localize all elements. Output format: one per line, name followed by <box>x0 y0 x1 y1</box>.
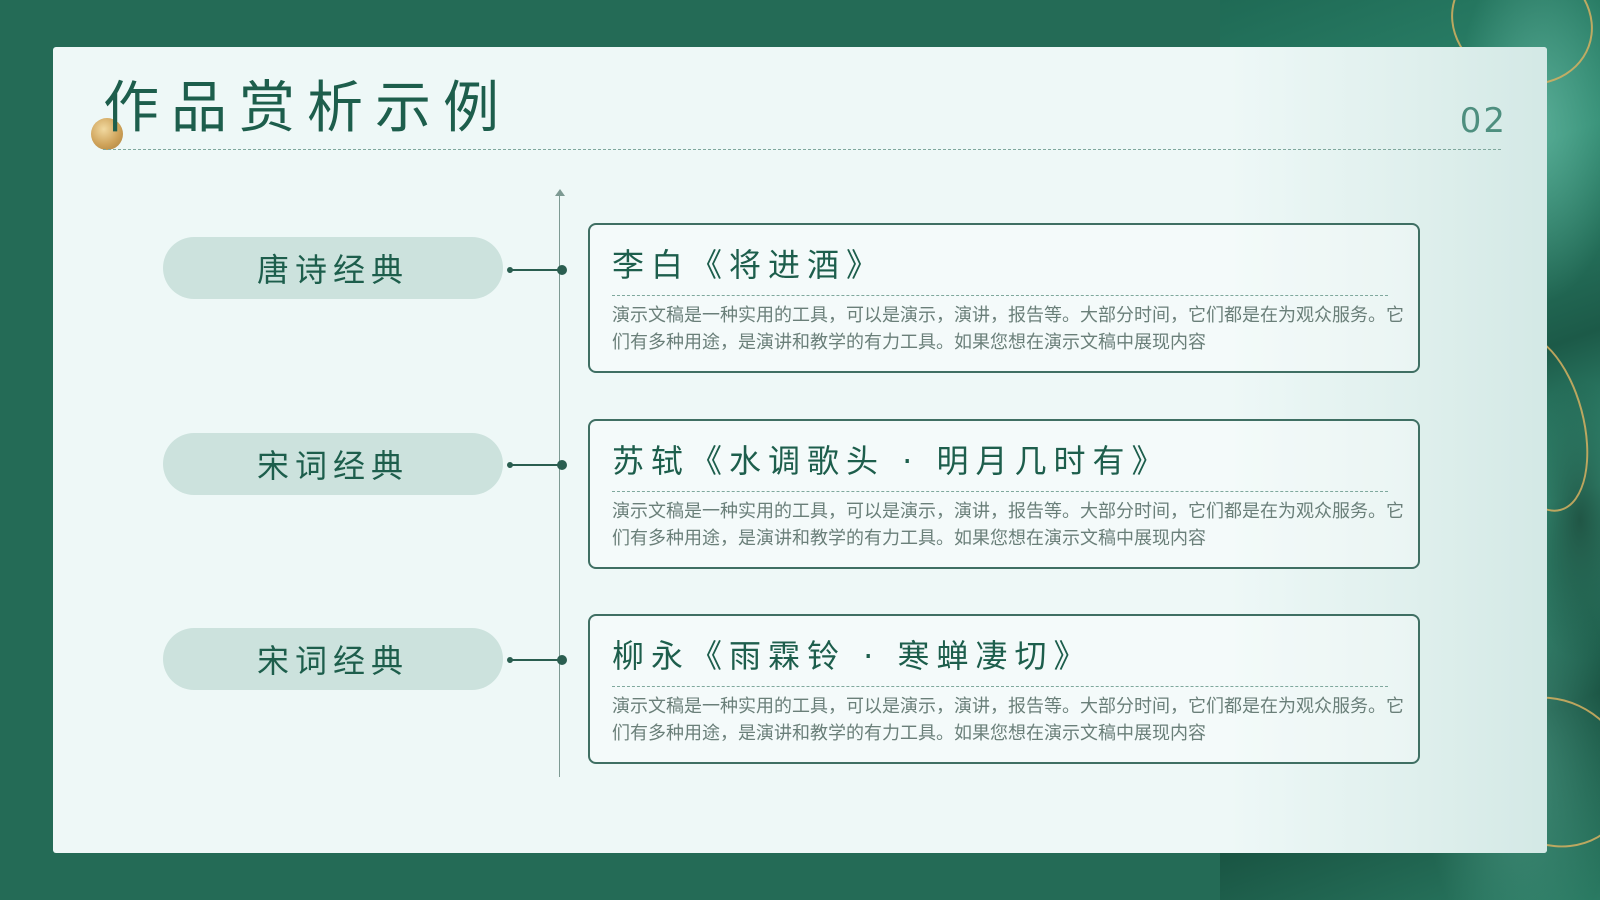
title-divider <box>103 149 1501 150</box>
timeline-node-dot <box>557 460 567 470</box>
slide-watercolor-fade <box>1227 47 1547 853</box>
timeline-node-dot <box>557 265 567 275</box>
connector-start-dot <box>507 267 513 273</box>
timeline-axis <box>559 193 560 777</box>
gold-dot-decoration <box>91 118 123 150</box>
poem-card-description: 演示文稿是一种实用的工具，可以是演示，演讲，报告等。大部分时间，它们都是在为观众… <box>612 305 1404 353</box>
poem-card-title: 李白《将进酒》 <box>612 246 886 284</box>
timeline-arrow-icon <box>555 189 565 196</box>
poem-card-divider <box>612 491 1388 492</box>
row-connector <box>507 265 567 275</box>
poem-card: 李白《将进酒》 演示文稿是一种实用的工具，可以是演示，演讲，报告等。大部分时间，… <box>588 223 1420 373</box>
connector-start-dot <box>507 462 513 468</box>
poem-card: 柳永《雨霖铃 · 寒蝉凄切》 演示文稿是一种实用的工具，可以是演示，演讲，报告等… <box>588 614 1420 764</box>
poem-card-description: 演示文稿是一种实用的工具，可以是演示，演讲，报告等。大部分时间，它们都是在为观众… <box>612 501 1404 549</box>
poem-card-divider <box>612 686 1388 687</box>
slide-title: 作品赏析示例 <box>103 76 511 141</box>
connector-start-dot <box>507 657 513 663</box>
slide-panel: 作品赏析示例 02 唐诗经典 李白《将进酒》 演示文稿是一种实用的工具，可以是演… <box>53 47 1547 853</box>
poem-card-description: 演示文稿是一种实用的工具，可以是演示，演讲，报告等。大部分时间，它们都是在为观众… <box>612 696 1404 744</box>
timeline-node-dot <box>557 655 567 665</box>
poem-card-divider <box>612 295 1388 296</box>
row-label-tang-poetry: 唐诗经典 <box>163 237 503 299</box>
row-label-song-ci: 宋词经典 <box>163 433 503 495</box>
poem-card: 苏轼《水调歌头 · 明月几时有》 演示文稿是一种实用的工具，可以是演示，演讲，报… <box>588 419 1420 569</box>
poem-card-title: 柳永《雨霖铃 · 寒蝉凄切》 <box>612 637 1093 675</box>
row-label-song-ci: 宋词经典 <box>163 628 503 690</box>
poem-card-title: 苏轼《水调歌头 · 明月几时有》 <box>612 442 1171 480</box>
row-connector <box>507 655 567 665</box>
row-connector <box>507 460 567 470</box>
page-number: 02 <box>1459 101 1507 141</box>
